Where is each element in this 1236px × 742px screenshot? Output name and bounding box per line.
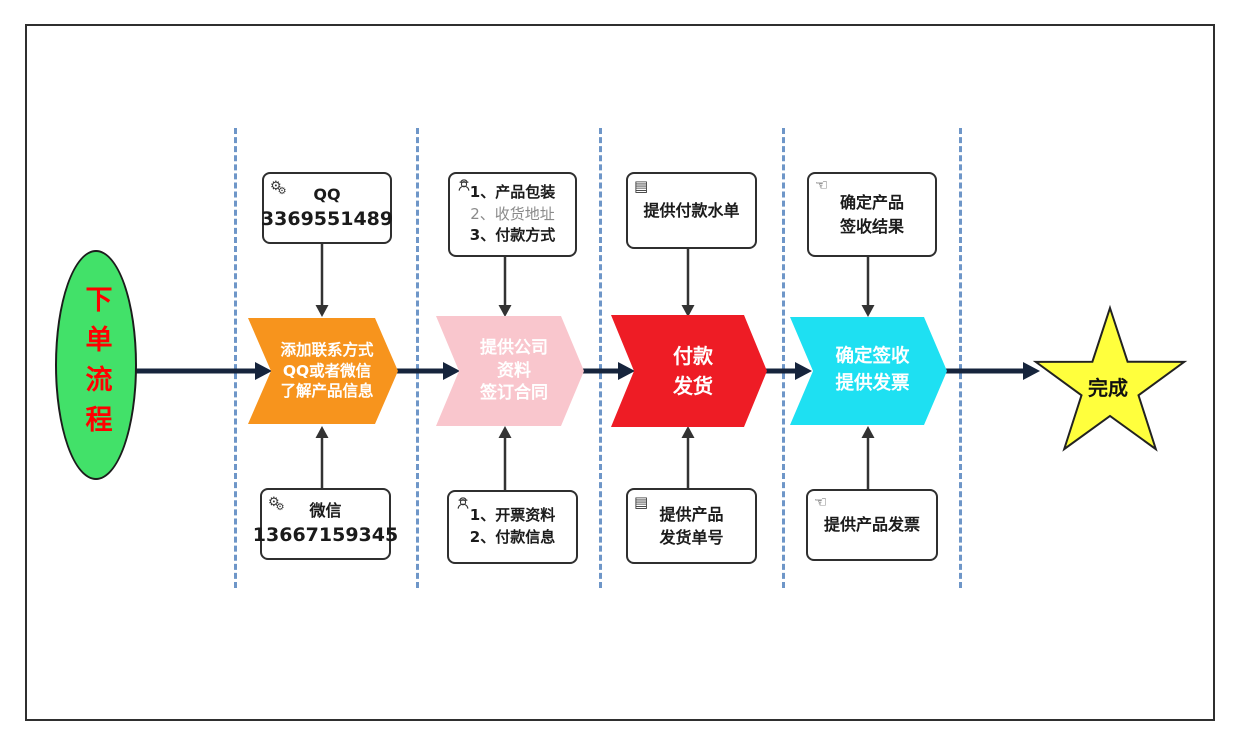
info-box-shipping-number: ▤ 提供产品 发货单号 <box>626 488 757 564</box>
box-line: 2、收货地址 <box>470 204 555 223</box>
finish-star <box>1032 304 1188 452</box>
gears-icon: ⚙⚙ <box>268 495 285 513</box>
list-icon: ▤ <box>634 177 649 195</box>
stage-chevron-sign-invoice: 确定签收 提供发票 <box>790 317 947 425</box>
worker-icon <box>456 177 472 196</box>
start-label: 下单流程 <box>80 285 112 445</box>
info-box-order-details: 1、产品包装 2、收货地址 3、付款方式 <box>448 172 577 257</box>
lane-divider <box>234 128 237 588</box>
info-box-wechat: ⚙⚙ 微信 13667159345 <box>253 488 398 560</box>
stage-label-line: 提供公司 <box>480 338 548 359</box>
gears-icon: ⚙⚙ <box>270 179 287 197</box>
info-box-payment-slip: ▤ 提供付款水单 <box>626 172 757 249</box>
box-line: 3、付款方式 <box>469 226 556 245</box>
box-line: 2、付款信息 <box>469 528 556 546</box>
box-line: 提供产品发票 <box>823 515 920 535</box>
box-line: 提供产品 <box>659 504 724 524</box>
box-line: 1、开票资料 <box>469 506 556 525</box>
stage-chevron-add-contact: 添加联系方式 QQ或者微信 了解产品信息 <box>248 318 398 424</box>
list-icon: ▤ <box>634 493 649 511</box>
start-ellipse: 下单流程 <box>55 250 137 480</box>
stage-label-line: 资料 <box>497 360 531 381</box>
stage-label-line: 提供发票 <box>835 373 910 394</box>
pointing-hand-icon: ☜ <box>814 493 828 511</box>
border-frame <box>25 24 1215 721</box>
stage-chevron-company-info: 提供公司 资料 签订合同 <box>436 316 584 426</box>
stage-chevron-payment-shipping: 付款 发货 <box>611 315 767 427</box>
stage-label-line: 了解产品信息 <box>280 382 374 401</box>
stage-label-line: 添加联系方式 <box>280 341 374 360</box>
box-line: 确定产品 <box>839 193 904 213</box>
info-box-invoice-info: 1、开票资料 2、付款信息 <box>447 490 578 564</box>
box-line: 3369551489 <box>260 207 394 230</box>
box-line: 提供付款水单 <box>643 200 740 220</box>
stage-label-line: 签订合同 <box>480 383 548 404</box>
lane-divider <box>599 128 602 588</box>
star-shape <box>1032 304 1188 452</box>
lane-divider <box>416 128 419 588</box>
lane-divider <box>959 128 962 588</box>
stage-label-line: 发货 <box>673 374 713 398</box>
box-line: 13667159345 <box>252 523 399 546</box>
box-line: 微信 <box>309 500 342 520</box>
pointing-hand-icon: ☜ <box>815 176 829 194</box>
info-box-qq: ⚙⚙ QQ 3369551489 <box>260 172 394 244</box>
stage-label-line: 确定签收 <box>835 346 910 368</box>
box-line: 签收结果 <box>839 216 904 236</box>
info-box-product-invoice: ☜ 提供产品发票 <box>806 489 938 561</box>
box-line: 1、产品包装 <box>469 182 556 201</box>
lane-divider <box>782 128 785 588</box>
stage-label-line: QQ或者微信 <box>282 361 372 380</box>
info-box-sign-result: ☜ 确定产品 签收结果 <box>807 172 937 257</box>
box-line: 发货单号 <box>659 528 724 547</box>
box-line: QQ <box>313 184 341 204</box>
worker-icon <box>455 495 471 514</box>
stage-label-line: 付款 <box>673 344 713 368</box>
finish-label: 完成 <box>1088 376 1128 400</box>
